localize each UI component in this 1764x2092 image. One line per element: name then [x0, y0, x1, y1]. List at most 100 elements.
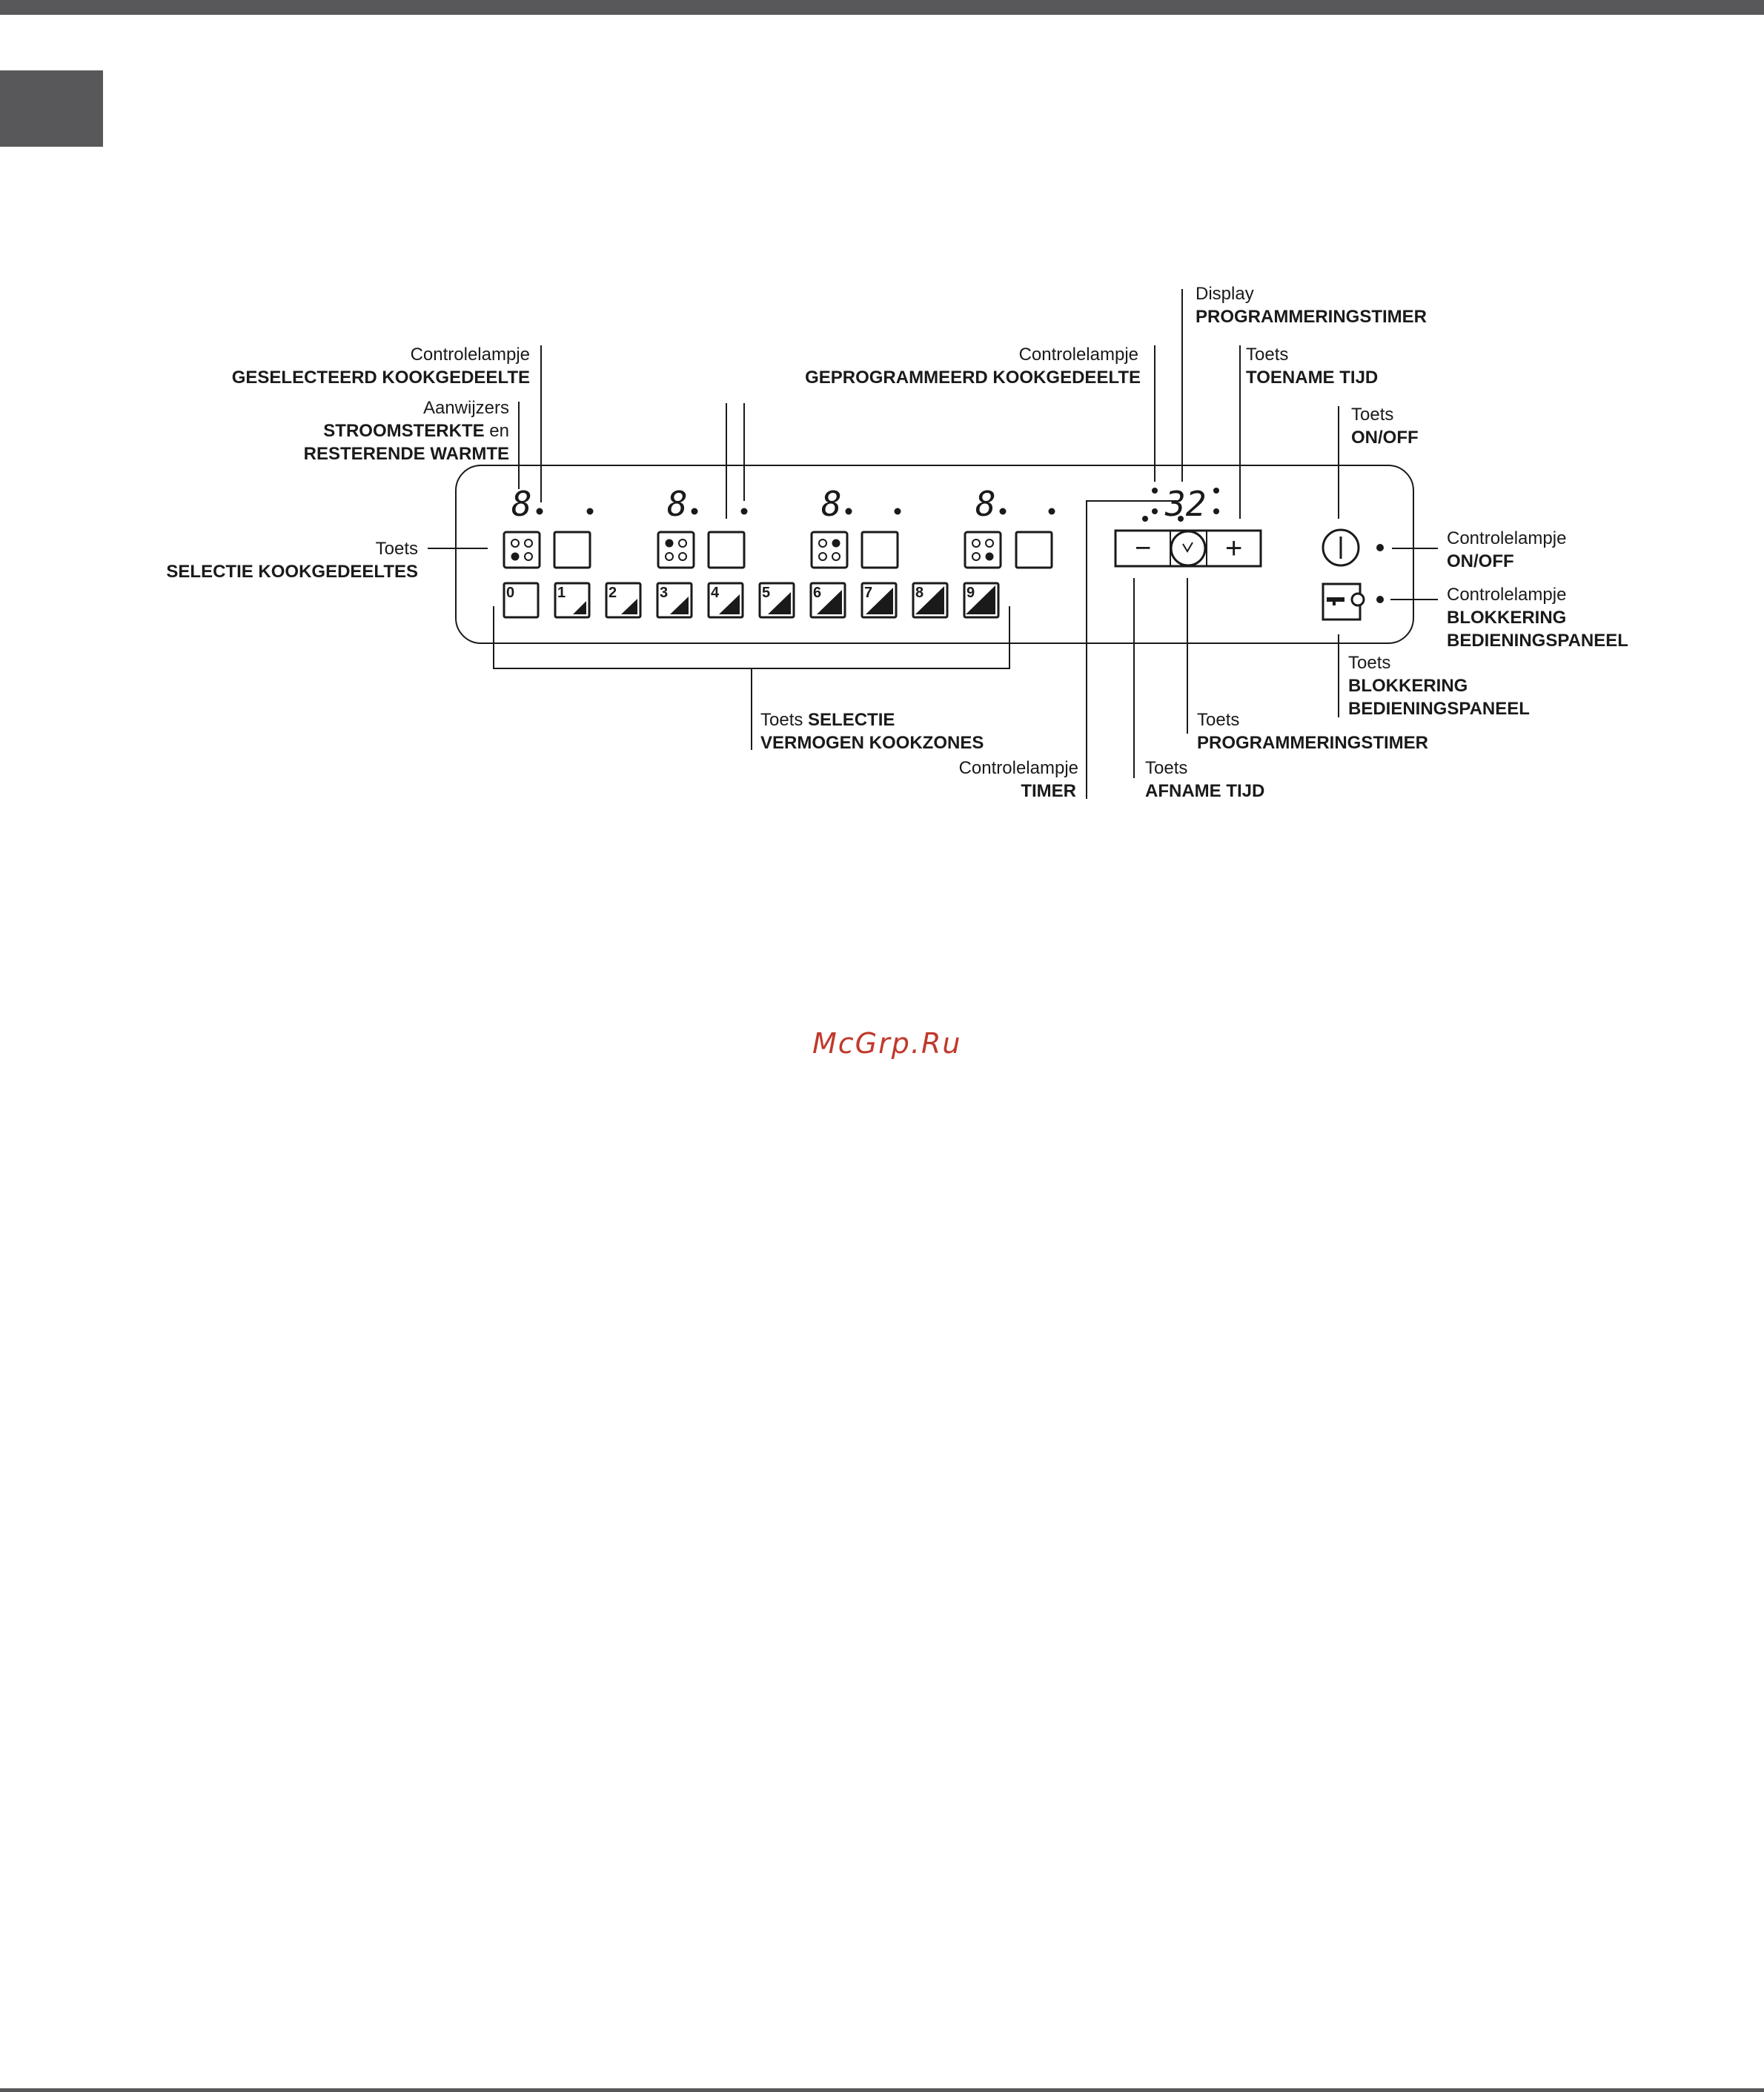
label-timer-key: Toets PROGRAMMERINGSTIMER	[1197, 710, 1428, 753]
svg-text:GESELECTEERD KOOKGEDEELTE: GESELECTEERD KOOKGEDEELTE	[232, 368, 530, 388]
svg-text:BEDIENINGSPANEEL: BEDIENINGSPANEEL	[1447, 631, 1628, 651]
zone-select-button-4[interactable]	[964, 531, 1002, 569]
svg-text:VERMOGEN KOOKZONES: VERMOGEN KOOKZONES	[760, 733, 984, 753]
zone-select-button-3[interactable]	[810, 531, 849, 569]
leader-lines	[428, 289, 1438, 799]
zone-select-icon	[972, 539, 994, 561]
svg-text:Controlelampje: Controlelampje	[411, 345, 530, 365]
zone-select-icon	[511, 539, 533, 561]
svg-text:Toets: Toets	[376, 539, 418, 559]
svg-text:Controlelampje: Controlelampje	[959, 758, 1078, 778]
zone-display-1: 8	[511, 484, 594, 524]
svg-text:8: 8	[511, 484, 532, 524]
zone-select-button-2[interactable]	[657, 531, 695, 569]
svg-text:Controlelampje: Controlelampje	[1447, 585, 1566, 605]
power-level-button-4[interactable]: 4	[707, 582, 744, 619]
power-level-ramp-icon	[817, 590, 842, 614]
svg-text:6: 6	[813, 585, 821, 601]
svg-text:STROOMSTERKTE en: STROOMSTERKTE en	[323, 421, 509, 441]
power-level-buttons: 0 1 2 3 4 5 6	[503, 582, 1000, 619]
onoff-button[interactable]	[1322, 528, 1360, 567]
svg-text:8: 8	[667, 484, 688, 524]
top-bar	[0, 0, 1764, 15]
label-timer-lamp: Controlelampje TIMER	[959, 758, 1078, 801]
zone-display-2: 8	[667, 484, 748, 524]
zone-display-4: 8	[975, 484, 1055, 524]
power-level-ramp-icon	[573, 601, 586, 614]
svg-text:PROGRAMMERINGSTIMER: PROGRAMMERINGSTIMER	[1197, 733, 1428, 753]
zone-indicator-square-2	[707, 531, 746, 569]
label-indicators: Aanwijzers STROOMSTERKTE en RESTERENDE W…	[304, 398, 509, 464]
power-level-ramp-icon	[670, 597, 689, 614]
svg-text:Controlelampje: Controlelampje	[1019, 345, 1138, 365]
svg-text:5: 5	[762, 585, 770, 601]
power-level-button-2[interactable]: 2	[605, 582, 642, 619]
time-up-button[interactable]: +	[1208, 532, 1259, 565]
label-time-up-key: Toets TOENAME TIJD	[1246, 345, 1378, 388]
svg-text:3: 3	[660, 585, 668, 601]
svg-text:ON/OFF: ON/OFF	[1447, 551, 1514, 571]
svg-text:Toets: Toets	[1351, 405, 1393, 425]
power-level-button-7[interactable]: 7	[861, 582, 898, 619]
power-level-ramp-icon	[621, 599, 637, 614]
power-level-button-8[interactable]: 8	[912, 582, 949, 619]
svg-text:Aanwijzers: Aanwijzers	[423, 398, 509, 418]
page-tab	[0, 70, 103, 147]
lock-button[interactable]	[1322, 582, 1365, 621]
power-level-ramp-icon	[866, 588, 893, 614]
svg-text:TIMER: TIMER	[1021, 781, 1076, 801]
svg-text:Toets: Toets	[1348, 653, 1390, 673]
control-panel-outline	[455, 465, 1414, 644]
svg-text:BLOKKERING: BLOKKERING	[1447, 608, 1566, 628]
svg-text:BEDIENINGSPANEEL: BEDIENINGSPANEEL	[1348, 699, 1530, 719]
svg-text:8: 8	[975, 484, 996, 524]
svg-text:Toets: Toets	[1246, 345, 1288, 365]
svg-text:BLOKKERING: BLOKKERING	[1348, 676, 1468, 696]
zone-indicator-square-3	[861, 531, 899, 569]
minus-icon: −	[1135, 533, 1151, 564]
plus-icon: +	[1225, 532, 1242, 565]
svg-text:8: 8	[821, 484, 842, 524]
svg-text:RESTERENDE WARMTE: RESTERENDE WARMTE	[304, 444, 509, 464]
label-programmed-zone-lamp: Controlelampje GEPROGRAMMEERD KOOKGEDEEL…	[805, 345, 1141, 388]
power-level-button-3[interactable]: 3	[656, 582, 693, 619]
svg-text:4: 4	[711, 585, 720, 601]
timer-button[interactable]	[1170, 530, 1207, 567]
label-onoff-lamp: Controlelampje ON/OFF	[1447, 528, 1566, 571]
zone-select-button-1[interactable]	[503, 531, 541, 569]
zone-select-icon	[818, 539, 840, 561]
svg-text:9: 9	[966, 585, 975, 601]
svg-text:Controlelampje: Controlelampje	[1447, 528, 1566, 548]
svg-text:PROGRAMMERINGSTIMER: PROGRAMMERINGSTIMER	[1196, 307, 1427, 327]
svg-text:0: 0	[506, 585, 514, 601]
label-onoff-key: Toets ON/OFF	[1351, 405, 1419, 448]
power-level-button-1[interactable]: 1	[554, 582, 591, 619]
power-level-button-9[interactable]: 9	[963, 582, 1000, 619]
power-level-ramp-icon	[768, 592, 791, 614]
svg-text:Toets: Toets	[1197, 710, 1239, 730]
time-down-button[interactable]: −	[1117, 532, 1169, 565]
power-level-ramp-icon	[719, 594, 740, 614]
power-level-button-6[interactable]: 6	[809, 582, 846, 619]
timer-display: 32	[1152, 484, 1219, 524]
svg-text:32: 32	[1164, 484, 1206, 524]
power-level-ramp-icon	[915, 586, 944, 614]
bottom-rule	[0, 2088, 1764, 2092]
svg-text:7: 7	[864, 585, 872, 601]
svg-text:1: 1	[557, 585, 566, 601]
onoff-lamp	[1376, 544, 1384, 551]
power-level-button-0[interactable]: 0	[503, 582, 540, 619]
power-level-ramp-icon	[966, 585, 995, 614]
svg-text:2: 2	[609, 585, 617, 601]
label-zone-select-key: Toets SELECTIE KOOKGEDEELTES	[166, 539, 418, 582]
zone-display-3: 8	[821, 484, 901, 524]
label-selected-zone-lamp: Controlelampje GESELECTEERD KOOKGEDEELTE	[232, 345, 530, 388]
svg-text:Toets SELECTIE: Toets SELECTIE	[760, 710, 895, 730]
svg-text:Toets: Toets	[1145, 758, 1187, 778]
label-power-select-key: Toets SELECTIE VERMOGEN KOOKZONES	[760, 710, 984, 753]
lock-key-icon	[1327, 592, 1365, 607]
label-lock-key: Toets BLOKKERING BEDIENINGSPANEEL	[1348, 653, 1530, 719]
power-level-button-5[interactable]: 5	[758, 582, 795, 619]
svg-text:AFNAME TIJD: AFNAME TIJD	[1145, 781, 1264, 801]
